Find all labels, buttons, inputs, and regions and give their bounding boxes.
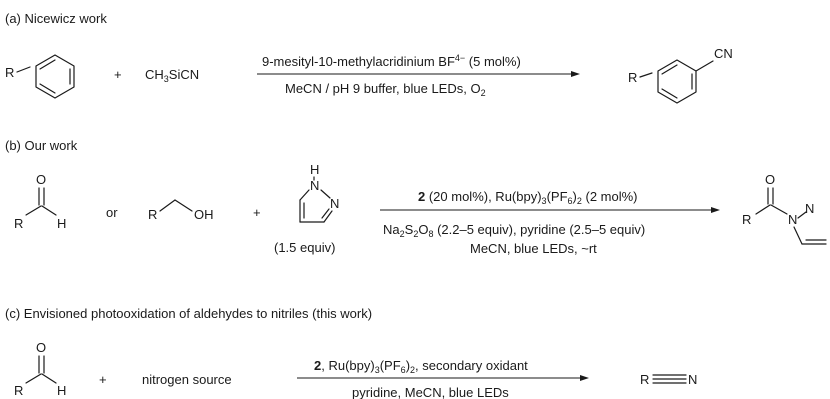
arrow-a-conditions-bottom: MeCN / pH 9 buffer, blue LEDs, O2 xyxy=(285,81,486,98)
nitrile-n-label: N xyxy=(688,372,697,387)
pyrazole-n1-label: N xyxy=(310,178,319,193)
arrow-c-conditions-top: 2, Ru(bpy)3(PF6)2, secondary oxidant xyxy=(314,358,528,375)
arrow-b-conditions-top: 2 (20 mol%), Ru(bpy)3(PF6)2 (2 mol%) xyxy=(418,189,638,206)
reaction-arrow-c xyxy=(297,375,589,381)
aldehyde-h-label: H xyxy=(57,216,66,231)
tmscn-reagent: CH3SiCN xyxy=(145,67,199,84)
arrow-b-conditions-bottom-1: Na2S2O8 (2.2–5 equiv), pyridine (2.5–5 e… xyxy=(383,222,645,239)
pyrazole-h-label: H xyxy=(310,162,319,177)
benzonitrile-product-structure: R CN xyxy=(628,46,733,104)
aldehyde-c-oxygen-label: O xyxy=(36,340,46,355)
nitrile-product-structure: R N xyxy=(640,372,697,387)
alcohol-oh-label: OH xyxy=(194,207,214,222)
acyl-pyrazole-product-structure: O R N N xyxy=(742,172,827,245)
r-group-label: R xyxy=(5,65,14,80)
alcohol-r-label: R xyxy=(148,207,157,222)
pyrazole-structure: H N N xyxy=(299,162,339,223)
section-c-heading: (c) Envisioned photooxidation of aldehyd… xyxy=(5,306,372,321)
product-oxygen-label: O xyxy=(765,172,775,187)
plus-sign: + xyxy=(114,67,122,82)
or-text: or xyxy=(106,205,118,220)
arrow-c-conditions-bottom: pyridine, MeCN, blue LEDs xyxy=(352,385,509,399)
product-r-group-label: R xyxy=(628,70,637,85)
nitrogen-source-label: nitrogen source xyxy=(142,372,232,387)
pyrazole-equiv-label: (1.5 equiv) xyxy=(274,240,335,255)
nitrile-r-label: R xyxy=(640,372,649,387)
pyrazole-n2-label: N xyxy=(330,196,339,211)
aldehyde-r-label: R xyxy=(14,216,23,231)
aldehyde-oxygen-label: O xyxy=(36,172,46,187)
aldehyde-reactant-c-structure: O R H xyxy=(14,340,66,398)
plus-sign: + xyxy=(99,372,107,387)
aldehyde-c-r-label: R xyxy=(14,383,23,398)
arrow-a-conditions-top: 9-mesityl-10-methylacridinium BF4− (5 mo… xyxy=(262,53,521,69)
alcohol-reactant-structure: R OH xyxy=(148,199,214,222)
section-a-heading: (a) Nicewicz work xyxy=(5,11,107,26)
product-n1-label: N xyxy=(788,212,797,227)
nitrile-group-label: CN xyxy=(714,46,733,61)
arrow-b-conditions-bottom-2: MeCN, blue LEDs, ~rt xyxy=(470,241,597,256)
aldehyde-c-h-label: H xyxy=(57,383,66,398)
plus-sign: + xyxy=(253,205,261,220)
aldehyde-reactant-structure: O R H xyxy=(14,172,66,231)
section-b-heading: (b) Our work xyxy=(5,138,78,153)
reaction-arrow-b xyxy=(380,207,720,213)
reaction-arrow-a xyxy=(257,71,580,77)
benzene-reactant-structure: R xyxy=(5,54,75,99)
product-r-label: R xyxy=(742,212,751,227)
product-n2-label: N xyxy=(805,201,814,216)
